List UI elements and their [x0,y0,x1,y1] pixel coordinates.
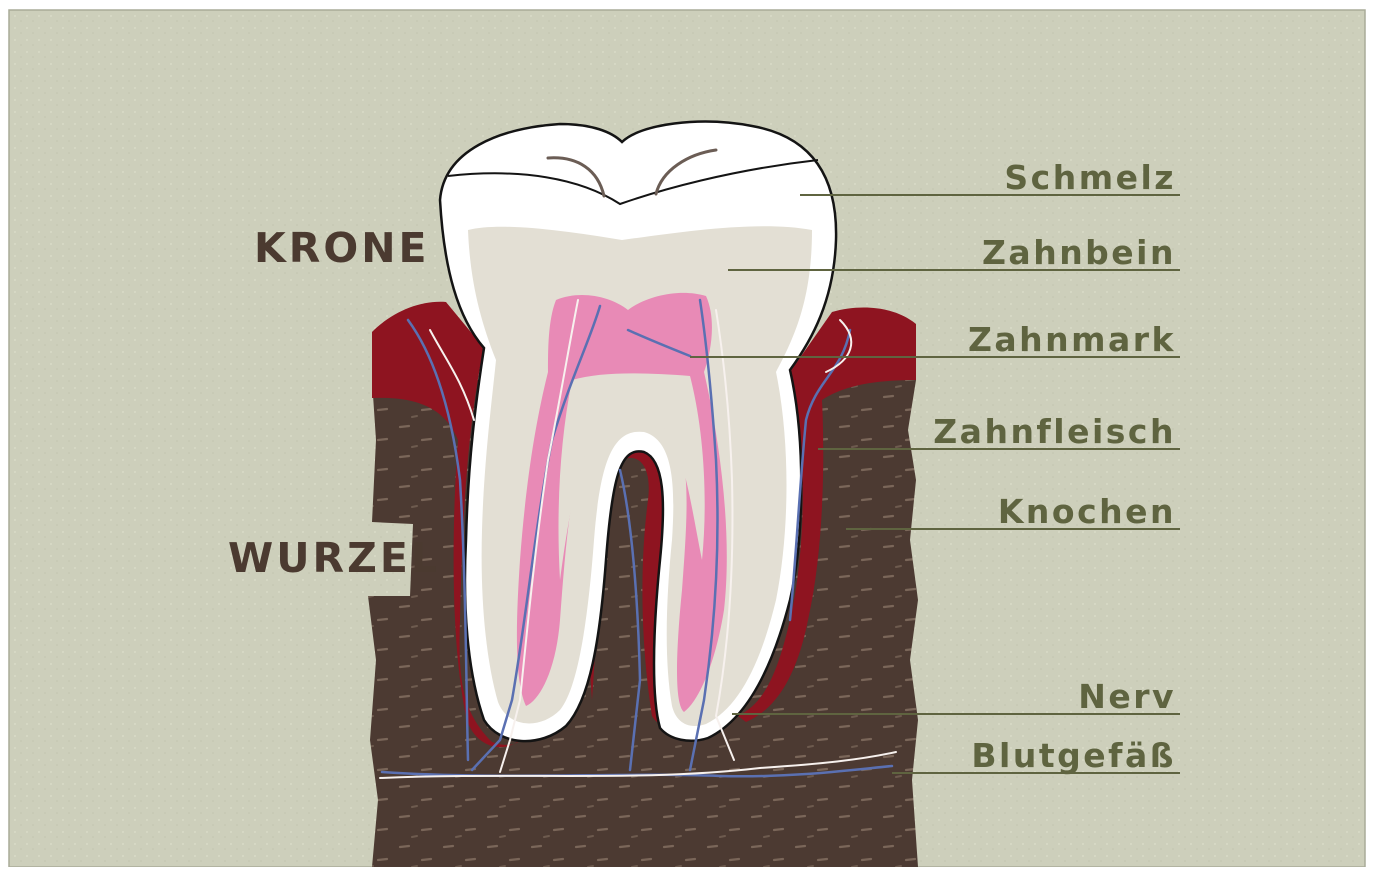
label-pulp: Zahnmark [968,320,1176,359]
label-dentin: Zahnbein [982,233,1176,272]
section-label-root: WURZEL [228,534,440,582]
section-label-crown: KRONE [254,224,430,272]
label-blood-vessel: Blutgefäß [971,736,1176,775]
label-enamel: Schmelz [1004,158,1176,197]
label-nerve: Nerv [1078,677,1176,716]
label-gum: Zahnfleisch [933,412,1176,451]
label-bone: Knochen [998,492,1176,531]
